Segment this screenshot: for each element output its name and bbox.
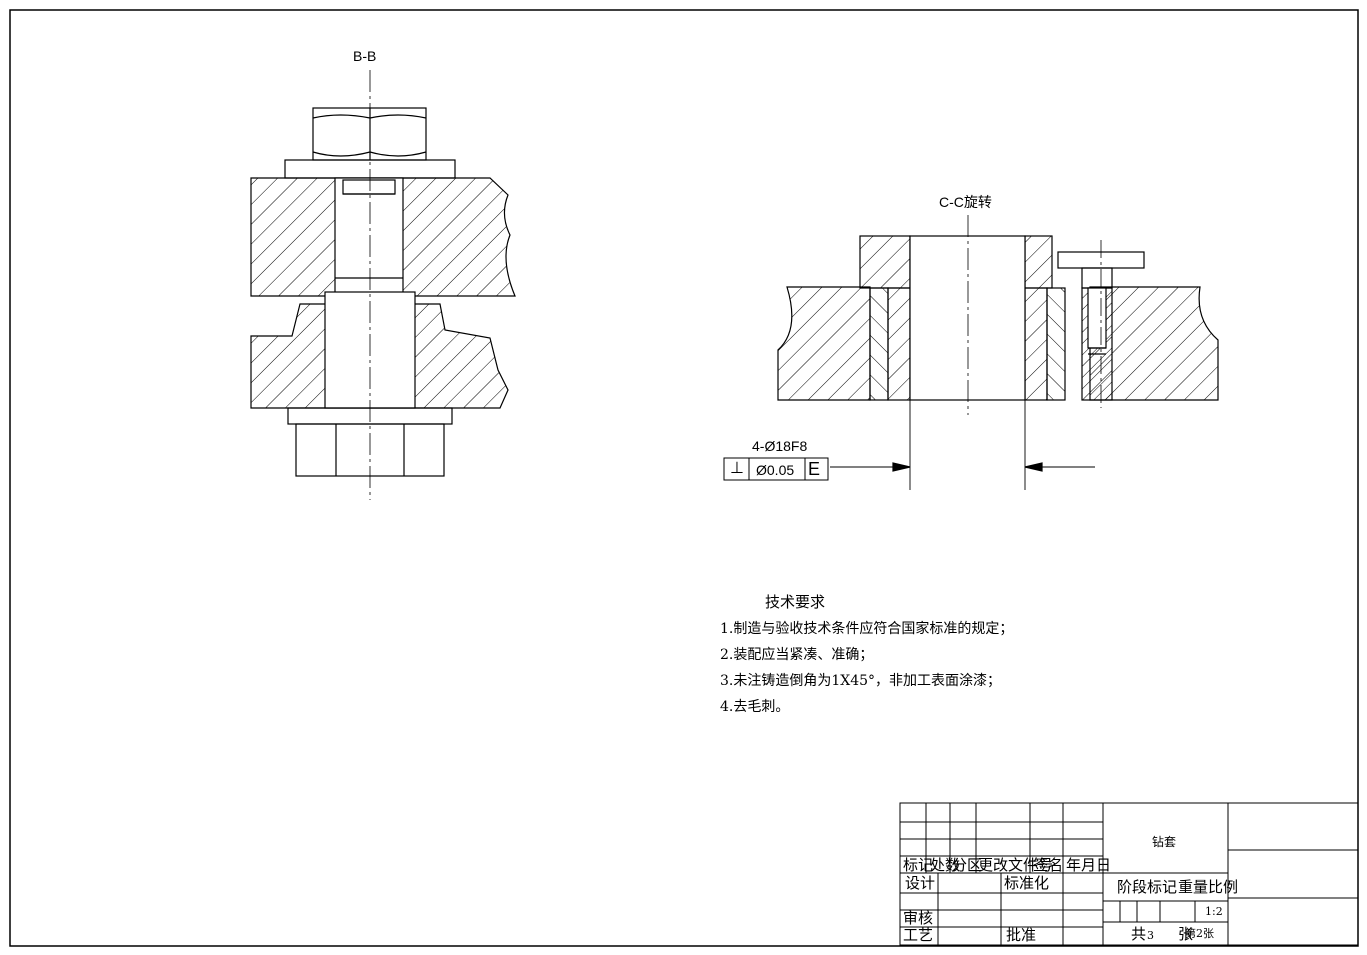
requirement-item: 1.制造与验收技术条件应符合国家标准的规定； (720, 621, 1014, 637)
approve-label: 批准 (1006, 926, 1037, 944)
revision-header-date: 年月日 (1066, 856, 1112, 874)
total-label: 共 (1131, 925, 1147, 943)
section-b-title: B-B (353, 48, 377, 64)
revision-header-mark: 标记 (903, 856, 934, 874)
sheet-label: 张 (1178, 925, 1194, 943)
requirements-heading: 技术要求 (765, 593, 826, 611)
revision-header-doc: 更改文件号 (978, 856, 1054, 874)
section-c-title: C-C旋转 (939, 194, 992, 210)
section-b-drawing (250, 70, 516, 500)
requirement-item: 4.去毛刺。 (720, 699, 790, 715)
datum-label: E (808, 459, 821, 479)
tolerance-value: Ø0.05 (756, 462, 795, 478)
scale-label: 比例 (1208, 878, 1239, 896)
requirement-item: 3.未注铸造倒角为1X45°，非加工表面涂漆； (720, 673, 1002, 689)
requirement-item: 2.装配应当紧凑、准确； (720, 647, 874, 663)
review-label: 审核 (903, 909, 934, 927)
sheet-number: 第2张 (1185, 927, 1214, 940)
design-label: 设计 (905, 874, 936, 892)
hole-spec-label: 4-Ø18F8 (752, 438, 808, 454)
section-c-drawing (723, 215, 1219, 490)
revision-header-count: 处数 (930, 856, 961, 874)
revision-header-sign: 签名 (1033, 856, 1064, 874)
total-count: 3 (1147, 929, 1154, 942)
stage-mark-label: 阶段标记 (1117, 878, 1178, 896)
standardization-label: 标准化 (1004, 874, 1050, 892)
process-label: 工艺 (903, 926, 934, 944)
tolerance-symbol: ⊥ (730, 460, 744, 477)
part-name: 钻套 (1152, 835, 1177, 849)
revision-header-zone: 分区 (952, 856, 983, 874)
drawing-border (9, 9, 1359, 947)
title-block-grid (899, 802, 1359, 946)
weight-label: 重量 (1178, 878, 1209, 896)
scale-value: 1:2 (1205, 905, 1223, 918)
